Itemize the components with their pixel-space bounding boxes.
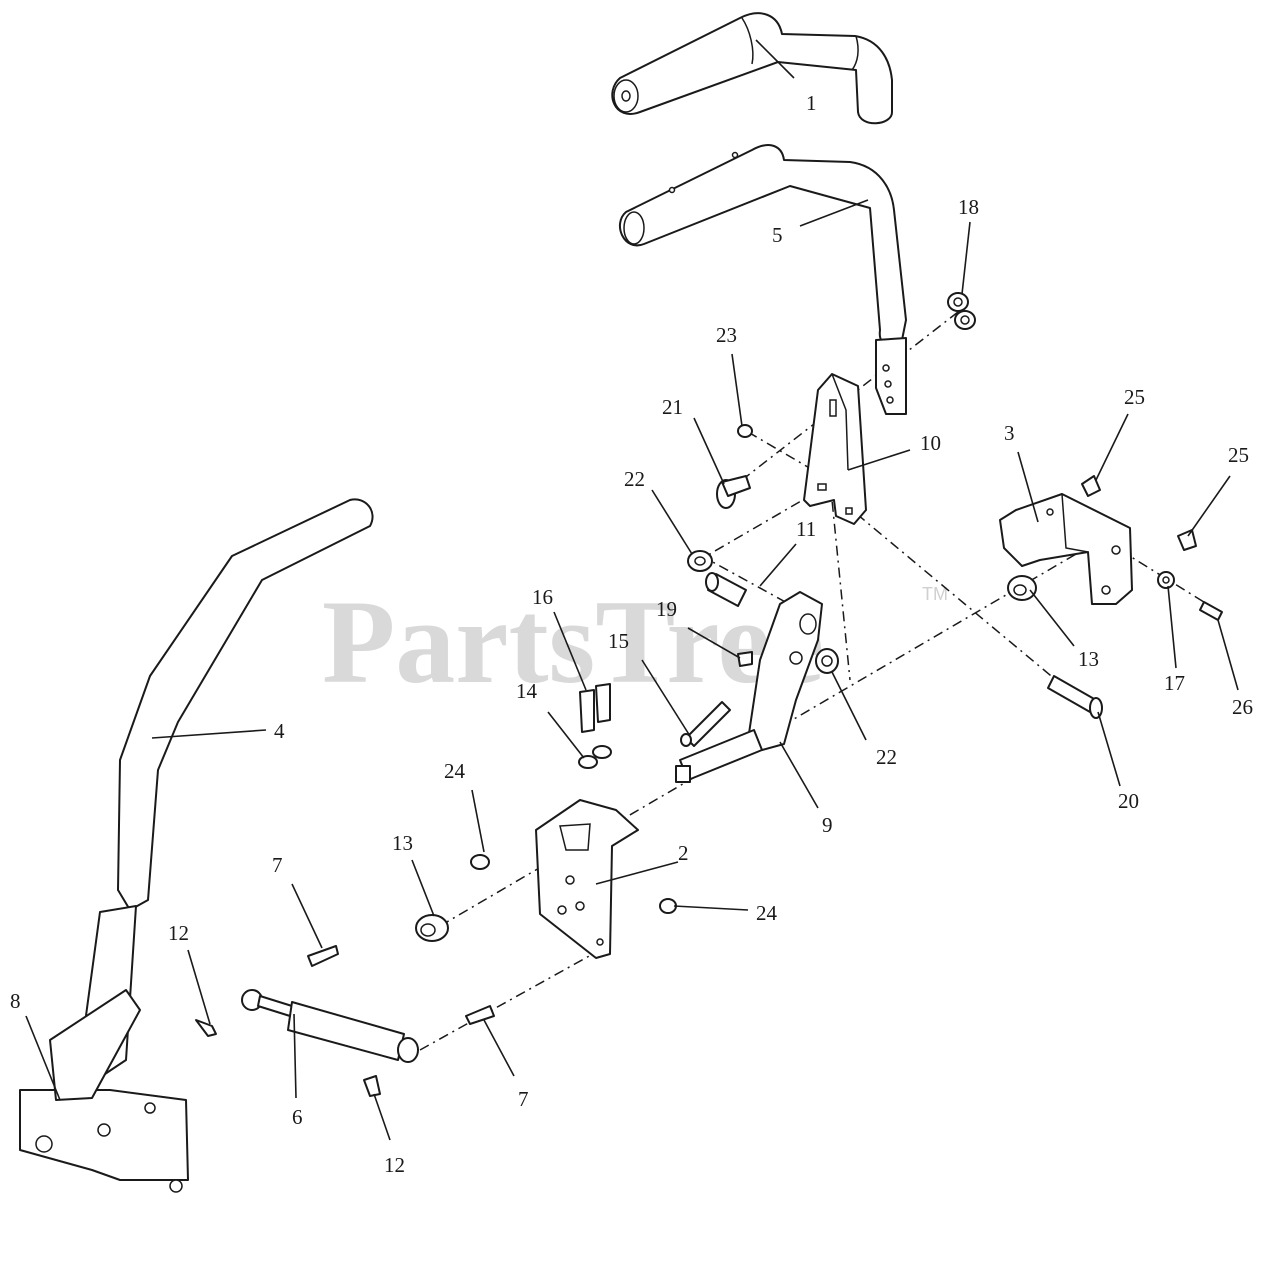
part-26-roll-pin[interactable] xyxy=(1199,601,1223,621)
callout-5[interactable]: 5 xyxy=(772,223,783,247)
callout-12-lower[interactable]: 12 xyxy=(384,1153,405,1177)
callout-14[interactable]: 14 xyxy=(516,679,538,703)
callout-4[interactable]: 4 xyxy=(274,719,285,743)
part-13-flange-bushing[interactable] xyxy=(415,575,1037,942)
callout-22-upper[interactable]: 22 xyxy=(624,467,645,491)
part-2-mount-plate[interactable] xyxy=(535,799,639,959)
part-7-ball-stud[interactable] xyxy=(307,945,495,1025)
callout-12-upper[interactable]: 12 xyxy=(168,921,189,945)
callout-6[interactable]: 6 xyxy=(292,1105,303,1129)
callout-1[interactable]: 1 xyxy=(806,91,817,115)
part-6-gas-spring[interactable] xyxy=(241,989,419,1063)
part-14-washer[interactable] xyxy=(578,745,612,769)
part-25-grease-fitting[interactable] xyxy=(1081,475,1197,551)
part-5-control-lever[interactable] xyxy=(619,144,907,415)
callout-26[interactable]: 26 xyxy=(1232,695,1253,719)
callout-18[interactable]: 18 xyxy=(958,195,979,219)
part-1-grip[interactable] xyxy=(611,12,893,125)
callout-19[interactable]: 19 xyxy=(656,597,677,621)
part-22-washer-upper[interactable] xyxy=(687,550,713,572)
part-9-pivot-arm[interactable] xyxy=(675,591,823,783)
callout-24-lower[interactable]: 24 xyxy=(756,901,778,925)
callout-7-upper[interactable]: 7 xyxy=(272,853,283,877)
trademark-mark: TM xyxy=(922,584,948,604)
callout-8[interactable]: 8 xyxy=(10,989,21,1013)
part-22-washer-lower[interactable] xyxy=(815,648,839,674)
callout-22-lower[interactable]: 22 xyxy=(876,745,897,769)
part-12-hair-pin[interactable] xyxy=(195,1019,381,1097)
callout-25-lower[interactable]: 25 xyxy=(1228,443,1249,467)
callout-21[interactable]: 21 xyxy=(662,395,683,419)
callout-24-upper[interactable]: 24 xyxy=(444,759,466,783)
part-10-lever-bracket[interactable] xyxy=(803,373,867,525)
callout-7-lower[interactable]: 7 xyxy=(518,1087,529,1111)
callout-25-upper[interactable]: 25 xyxy=(1124,385,1145,409)
callout-2[interactable]: 2 xyxy=(678,841,689,865)
callout-13-right[interactable]: 13 xyxy=(1078,647,1099,671)
part-11-bushing[interactable] xyxy=(705,572,747,607)
part-17-nut[interactable] xyxy=(1157,571,1175,589)
part-18-lock-nut[interactable] xyxy=(947,292,976,330)
callout-17[interactable]: 17 xyxy=(1164,671,1185,695)
part-8-brake-assembly[interactable] xyxy=(19,989,189,1193)
callout-10[interactable]: 10 xyxy=(920,431,941,455)
callout-3[interactable]: 3 xyxy=(1004,421,1015,445)
part-23-nut[interactable] xyxy=(737,424,753,438)
part-21-carriage-bolt[interactable] xyxy=(716,475,751,509)
callout-13-left[interactable]: 13 xyxy=(392,831,413,855)
callout-labels: 1 5 18 23 21 10 22 11 3 25 25 16 19 15 1… xyxy=(10,91,1253,1177)
callout-20[interactable]: 20 xyxy=(1118,789,1139,813)
part-3-bracket[interactable] xyxy=(999,493,1133,605)
part-20-pin[interactable] xyxy=(1047,675,1103,719)
part-15-bolt[interactable] xyxy=(680,701,731,747)
leader-lines xyxy=(25,39,1239,1141)
callout-23[interactable]: 23 xyxy=(716,323,737,347)
callout-16[interactable]: 16 xyxy=(532,585,553,609)
part-16-hex-bolt[interactable] xyxy=(579,683,611,733)
callout-9[interactable]: 9 xyxy=(822,813,833,837)
callout-15[interactable]: 15 xyxy=(608,629,629,653)
callout-11[interactable]: 11 xyxy=(796,517,816,541)
part-19-small-bolt[interactable] xyxy=(737,651,753,667)
partstree-watermark: PartsTree xyxy=(322,575,824,708)
